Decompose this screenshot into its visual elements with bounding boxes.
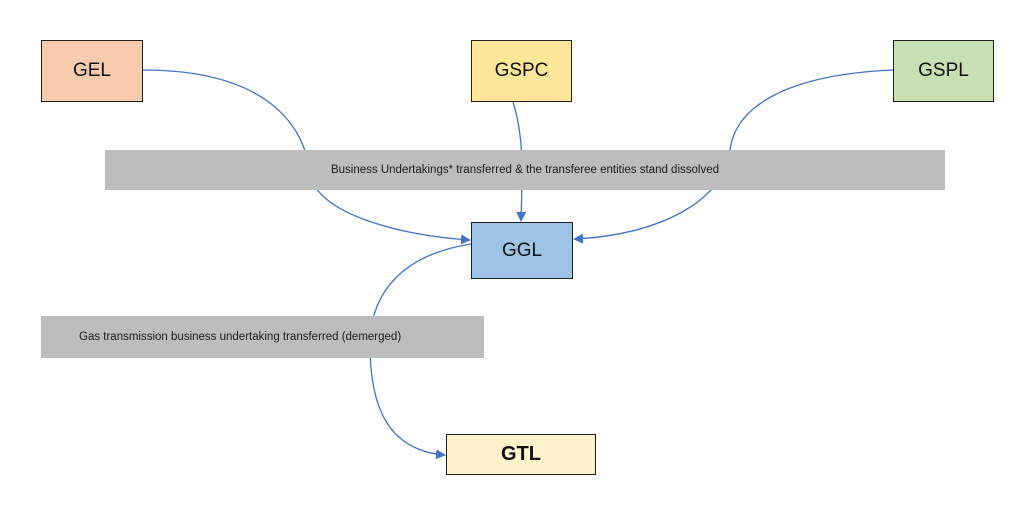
transfer-band-bottom-text: Gas transmission business undertaking tr… <box>79 331 402 343</box>
entity-label-gtl: GTL <box>501 443 541 465</box>
transfer-band-top-text: Business Undertakings* transferred & the… <box>330 164 719 176</box>
entity-box-gspl: GSPL <box>893 40 994 102</box>
entity-box-gspc: GSPC <box>471 40 572 102</box>
entity-box-gel: GEL <box>41 40 143 102</box>
entity-box-gtl: GTL <box>446 434 596 475</box>
entity-label-gspc: GSPC <box>494 60 549 81</box>
transfer-band-bottom: Gas transmission business undertaking tr… <box>41 316 484 358</box>
entity-label-gspl: GSPL <box>918 60 969 81</box>
entity-label-gel: GEL <box>72 60 112 81</box>
entity-box-ggl: GGL <box>471 222 573 279</box>
transfer-band-top: Business Undertakings* transferred & the… <box>105 150 945 190</box>
entity-label-ggl: GGL <box>501 239 543 261</box>
